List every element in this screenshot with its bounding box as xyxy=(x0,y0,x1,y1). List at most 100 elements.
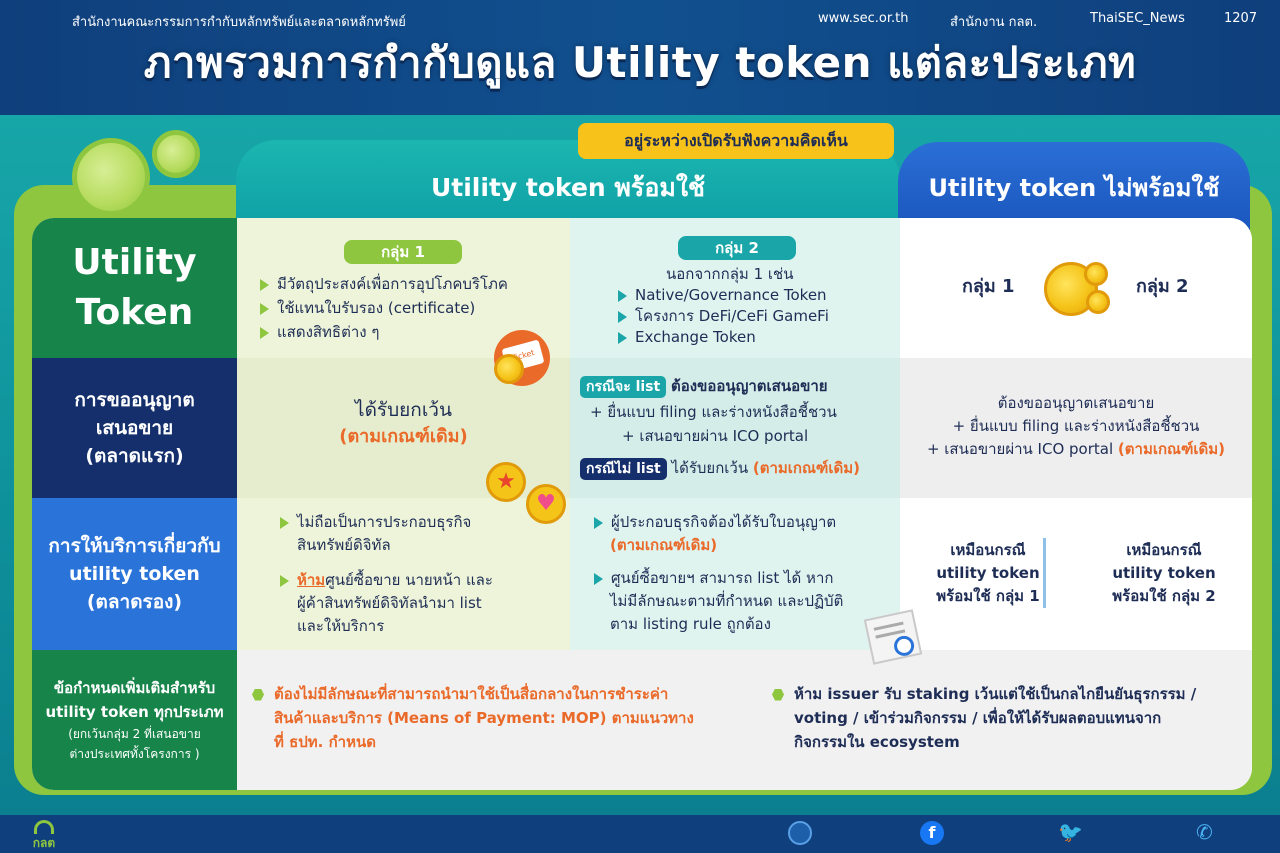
row-label-line: utility token xyxy=(69,563,200,585)
not-ready-group1-label: กลุ่ม 1 xyxy=(962,276,1015,297)
extra-rule-mop-cont: ที่ ธปท. กำหนด xyxy=(274,733,376,751)
cell-additional-rules xyxy=(237,650,1252,790)
green-coin-icon xyxy=(72,138,150,216)
group2-secondary-note: (ตามเกณฑ์เดิม) xyxy=(610,536,718,554)
facebook-icon: f xyxy=(920,821,944,845)
row-label-line: ต่างประเทศทั้งโครงการ ) xyxy=(69,747,200,761)
header-bar xyxy=(0,0,1280,115)
green-coin-icon-small xyxy=(152,130,200,178)
not-ready-secondary-left: utility token xyxy=(936,564,1040,582)
group2-item: โครงการ DeFi/CeFi GameFi xyxy=(618,306,829,327)
extra-rule-staking: ห้าม issuer รับ staking เว้นแต่ใช้เป็นกล… xyxy=(772,684,1196,705)
group1-secondary-item-cont: และให้บริการ xyxy=(297,617,385,635)
footer-website[interactable]: www.sec.or.th xyxy=(818,11,909,26)
group1-secondary-item: ไม่ถือเป็นการประกอบธุรกิจ xyxy=(280,512,471,533)
footer-twitter[interactable]: ThaiSEC_News xyxy=(1090,11,1185,26)
sec-logo: กลต xyxy=(26,818,62,850)
group1-secondary-item: ห้ามศูนย์ซื้อขาย นายหน้า และ xyxy=(280,570,493,591)
row-label-line: การขออนุญาต xyxy=(74,389,195,411)
bullet-icon xyxy=(594,572,603,585)
case-no-list-tag: กรณีไม่ list xyxy=(580,458,667,480)
row-label-utility-token: Utility Token xyxy=(32,218,237,358)
hexagon-bullet-icon xyxy=(252,688,264,701)
group2-secondary-item: ผู้ประกอบธุรกิจต้องได้รับใบอนุญาต xyxy=(594,512,836,533)
group2-case-no-list: กรณีไม่ list ได้รับยกเว้น (ตามเกณฑ์เดิม) xyxy=(580,458,860,480)
group1-item: ใช้แทนใบรับรอง (certificate) xyxy=(260,298,475,319)
twitter-icon: 🐦 xyxy=(1058,820,1083,844)
cell-group2-secondary xyxy=(570,498,900,650)
group2-intro: นอกจากกลุ่ม 1 เช่น xyxy=(666,265,794,283)
extra-rule-mop: ต้องไม่มีลักษณะที่สามารถนำมาใช้เป็นสื่อก… xyxy=(252,684,668,705)
group2-badge: กลุ่ม 2 xyxy=(678,236,796,260)
hexagon-bullet-icon xyxy=(772,688,784,701)
row-label-line: utility token ทุกประเภท xyxy=(45,703,224,721)
extra-rule-staking-cont: กิจกรรมใน ecosystem xyxy=(794,733,960,751)
bullet-icon xyxy=(280,516,289,529)
row-label-line: (ตลาดรอง) xyxy=(86,591,183,613)
not-ready-secondary-right: utility token xyxy=(1112,564,1216,582)
extra-rule-staking-cont: voting / เข้าร่วมกิจกรรม / เพื่อให้ได้รั… xyxy=(794,709,1162,727)
footer-org-name: สำนักงานคณะกรรมการกำกับหลักทรัพย์และตลาด… xyxy=(72,15,406,30)
group2-item: Native/Governance Token xyxy=(618,285,827,306)
bullet-icon xyxy=(260,326,269,339)
row-label-line: ข้อกำหนดเพิ่มเติมสำหรับ xyxy=(53,679,216,697)
not-ready-secondary-right: พร้อมใช้ กลุ่ม 2 xyxy=(1112,587,1216,605)
group1-secondary-item-cont: ผู้ค้าสินทรัพย์ดิจิทัลนำมา list xyxy=(297,594,482,612)
extra-rule-mop-cont: สินค้าและบริการ (Means of Payment: MOP) … xyxy=(274,709,694,727)
group1-badge: กลุ่ม 1 xyxy=(344,240,462,264)
group2-item: Exchange Token xyxy=(618,327,756,348)
column-divider xyxy=(1043,538,1046,608)
row-label-line: Utility xyxy=(72,242,197,283)
footer-phone[interactable]: 1207 xyxy=(1224,11,1258,26)
footer-bar xyxy=(0,815,1280,853)
overview-table: Utility Token การขออนุญาต เสนอขาย (ตลาดแ… xyxy=(32,218,1252,790)
not-ready-secondary-right: เหมือนกรณี xyxy=(1126,541,1202,559)
group1-item: แสดงสิทธิต่าง ๆ xyxy=(260,322,379,343)
coin-icon-small xyxy=(1086,290,1110,314)
row-label-line: (ยกเว้นกลุ่ม 2 ที่เสนอขาย xyxy=(68,727,201,741)
phone-icon: ✆ xyxy=(1196,820,1213,844)
group2-secondary-item-cont: ไม่มีลักษณะตามที่กำหนด และปฏิบัติ xyxy=(610,592,844,610)
group1-primary-note: (ตามเกณฑ์เดิม) xyxy=(339,426,468,447)
bullet-icon xyxy=(618,289,627,302)
bullet-icon xyxy=(260,302,269,315)
not-ready-secondary-left: เหมือนกรณี xyxy=(950,541,1026,559)
group2-case-list: กรณีจะ list ต้องขออนุญาตเสนอขาย xyxy=(580,376,828,398)
bullet-icon xyxy=(618,331,627,344)
page-title: ภาพรวมการกำกับดูแล Utility token แต่ละปร… xyxy=(143,38,1137,87)
row-label-line: เสนอขาย xyxy=(95,417,174,439)
cell-not-ready-secondary xyxy=(900,498,1252,650)
cell-not-ready-primary xyxy=(900,358,1252,498)
group1-item: มีวัตถุประสงค์เพื่อการอุปโภคบริโภค xyxy=(260,274,508,295)
group2-secondary-item-cont: ตาม listing rule ถูกต้อง xyxy=(610,615,771,633)
star-icon: ★ xyxy=(486,462,526,502)
not-ready-primary-line: + เสนอขายผ่าน ICO portal (ตามเกณฑ์เดิม) xyxy=(926,440,1226,458)
row-label-additional-rules: ข้อกำหนดเพิ่มเติมสำหรับ utility token ทุ… xyxy=(32,650,237,790)
coin-icon-small xyxy=(1084,262,1108,286)
not-ready-group2-label: กลุ่ม 2 xyxy=(1136,276,1189,297)
consultation-badge: อยู่ระหว่างเปิดรับฟังความคิดเห็น xyxy=(578,123,894,159)
column-title-not-ready: Utility token ไม่พร้อมใช้ xyxy=(928,174,1220,202)
row-label-secondary-market: การให้บริการเกี่ยวกับ utility token (ตลา… xyxy=(32,498,237,650)
column-header-not-ready xyxy=(898,142,1250,230)
group2-case-list-line: + เสนอขายผ่าน ICO portal xyxy=(622,427,809,445)
row-label-line: (ตลาดแรก) xyxy=(85,445,184,467)
bullet-icon xyxy=(594,516,603,529)
group1-primary-exempt: ได้รับยกเว้น xyxy=(355,399,452,421)
group2-case-list-line: + ยื่นแบบ filing และร่างหนังสือชี้ชวน xyxy=(590,403,837,421)
case-list-tag: กรณีจะ list xyxy=(580,376,667,398)
row-label-primary-market: การขออนุญาต เสนอขาย (ตลาดแรก) xyxy=(32,358,237,498)
column-title-ready: Utility token พร้อมใช้ xyxy=(430,173,706,202)
bullet-icon xyxy=(280,574,289,587)
bullet-icon xyxy=(260,278,269,291)
group1-secondary-item-cont: สินทรัพย์ดิจิทัล xyxy=(297,536,391,554)
group2-secondary-item: ศูนย์ซื้อขายฯ สามารถ list ได้ หาก xyxy=(594,568,833,589)
globe-icon xyxy=(788,821,812,845)
not-ready-primary-line: ต้องขออนุญาตเสนอขาย xyxy=(997,394,1155,412)
row-label-line: การให้บริการเกี่ยวกับ xyxy=(48,535,221,557)
footer-facebook[interactable]: สำนักงาน กลต. xyxy=(950,15,1038,30)
not-ready-primary-line: + ยื่นแบบ filing และร่างหนังสือชี้ชวน xyxy=(952,417,1200,435)
cell-group1-secondary xyxy=(237,498,570,650)
row-label-line: Token xyxy=(75,292,194,333)
not-ready-secondary-left: พร้อมใช้ กลุ่ม 1 xyxy=(936,587,1040,605)
